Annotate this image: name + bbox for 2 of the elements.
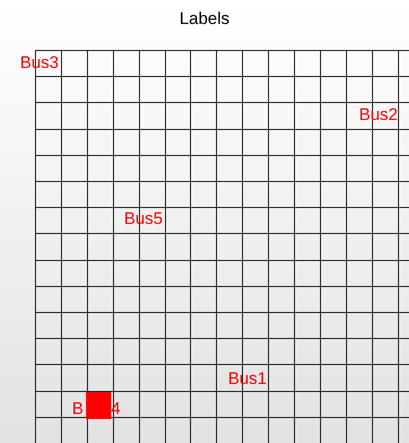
- title: Labels: [179, 9, 230, 29]
- bus-label: B: [72, 399, 84, 418]
